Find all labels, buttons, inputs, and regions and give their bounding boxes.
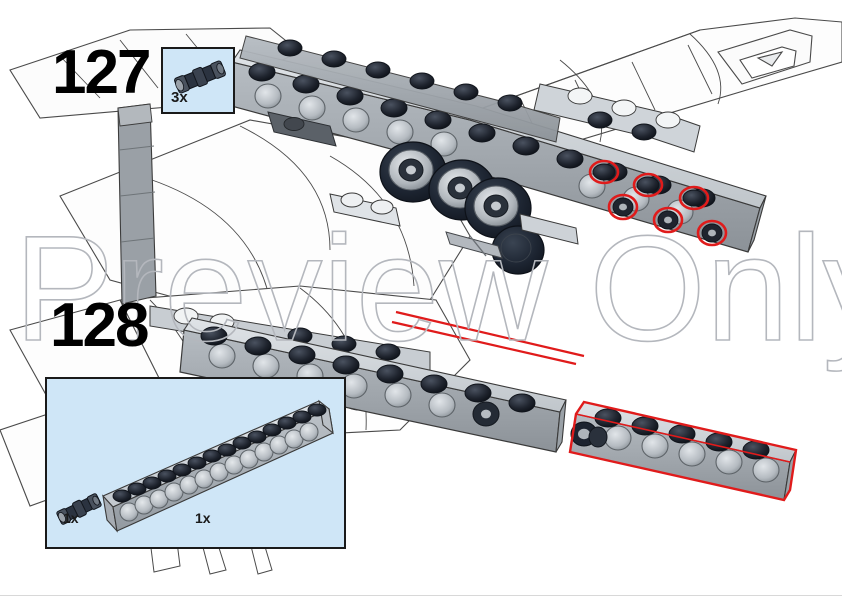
pin-connector-illustration-127 bbox=[174, 60, 226, 94]
parts-callout-step-128: 1x 1x bbox=[45, 377, 346, 549]
pin-connector-illustration-128 bbox=[56, 493, 102, 525]
step-number-127: 127 bbox=[52, 38, 151, 107]
step-128-parts-illustration bbox=[56, 399, 334, 533]
parts-callout-step-127: 3x bbox=[161, 47, 235, 114]
step-127-highlight-circles bbox=[588, 159, 728, 247]
quantity-label-pin-128: 1x bbox=[63, 510, 79, 526]
quantity-label-pin-127: 3x bbox=[171, 89, 188, 106]
technic-brick-illustration-128 bbox=[102, 399, 334, 533]
quantity-label-beam-128: 1x bbox=[195, 510, 211, 526]
step-128-red-outline bbox=[568, 400, 798, 502]
step-128-new-beam bbox=[568, 400, 798, 502]
step-number-128: 128 bbox=[50, 291, 149, 360]
